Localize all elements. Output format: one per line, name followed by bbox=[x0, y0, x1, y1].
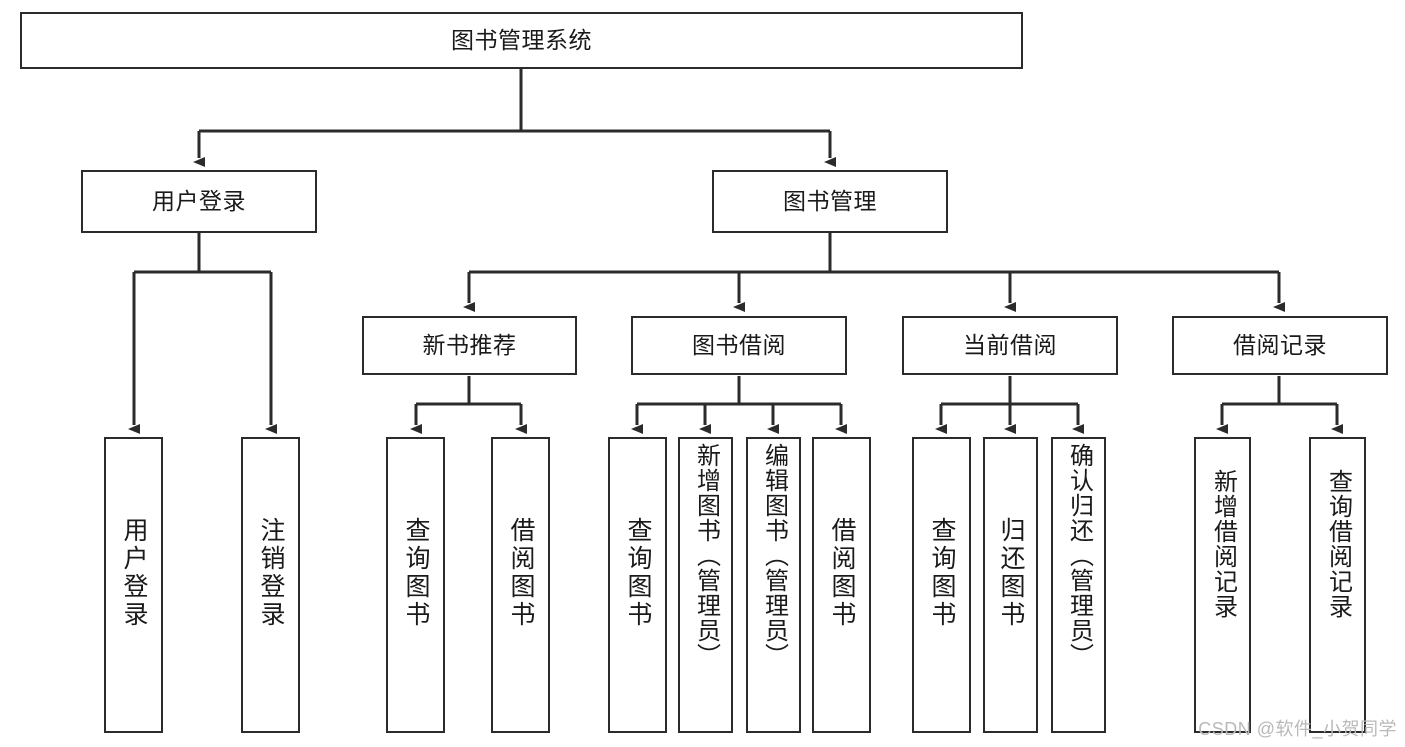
leaf-query-book-borrow[interactable]: 查询图书 bbox=[608, 437, 667, 733]
leaf-borrow-book-recommend[interactable]: 借阅图书 bbox=[491, 437, 550, 733]
leaf-add-book-admin[interactable]: 新增图书（管理员） bbox=[678, 437, 733, 733]
node-label: 借阅图书 bbox=[828, 517, 856, 629]
node-label: 当前借阅 bbox=[963, 331, 1057, 358]
node-label: 查询图书 bbox=[402, 517, 430, 629]
node-label: 查询图书 bbox=[624, 517, 652, 629]
leaf-borrow-book-borrow[interactable]: 借阅图书 bbox=[812, 437, 871, 733]
node-label: 新增借阅记录 bbox=[1209, 469, 1237, 619]
node-label: 用户登录 bbox=[152, 187, 246, 214]
node-label: 查询借阅记录 bbox=[1324, 469, 1352, 619]
leaf-confirm-return-admin[interactable]: 确认归还（管理员） bbox=[1051, 437, 1106, 733]
leaf-query-borrow-record[interactable]: 查询借阅记录 bbox=[1309, 437, 1366, 733]
node-label: 图书管理系统 bbox=[451, 26, 592, 53]
node-label: 确认归还（管理员） bbox=[1065, 443, 1093, 668]
node-label: 借阅记录 bbox=[1233, 331, 1327, 358]
node-borrow-record[interactable]: 借阅记录 bbox=[1172, 316, 1388, 375]
node-book-management-system[interactable]: 图书管理系统 bbox=[20, 12, 1023, 69]
leaf-logout-login[interactable]: 注销登录 bbox=[241, 437, 300, 733]
node-label: 编辑图书（管理员） bbox=[760, 443, 788, 668]
node-label: 新书推荐 bbox=[422, 331, 517, 358]
node-book-management[interactable]: 图书管理 bbox=[712, 170, 948, 233]
node-current-borrow[interactable]: 当前借阅 bbox=[902, 316, 1118, 375]
node-user-login[interactable]: 用户登录 bbox=[81, 170, 317, 233]
node-book-borrow[interactable]: 图书借阅 bbox=[631, 316, 847, 375]
leaf-query-book-current[interactable]: 查询图书 bbox=[912, 437, 971, 733]
node-label: 图书借阅 bbox=[692, 331, 786, 358]
leaf-return-book[interactable]: 归还图书 bbox=[983, 437, 1038, 733]
node-label: 新增图书（管理员） bbox=[692, 443, 720, 668]
node-label: 借阅图书 bbox=[507, 517, 535, 629]
node-label: 图书管理 bbox=[783, 187, 877, 214]
leaf-edit-book-admin[interactable]: 编辑图书（管理员） bbox=[746, 437, 801, 733]
node-label: 查询图书 bbox=[928, 517, 956, 629]
node-label: 用户登录 bbox=[120, 517, 148, 629]
node-label: 注销登录 bbox=[257, 517, 285, 629]
leaf-add-borrow-record[interactable]: 新增借阅记录 bbox=[1194, 437, 1251, 733]
node-new-book-recommend[interactable]: 新书推荐 bbox=[362, 316, 577, 375]
leaf-query-book-recommend[interactable]: 查询图书 bbox=[386, 437, 445, 733]
leaf-user-login[interactable]: 用户登录 bbox=[104, 437, 163, 733]
node-label: 归还图书 bbox=[997, 517, 1025, 629]
